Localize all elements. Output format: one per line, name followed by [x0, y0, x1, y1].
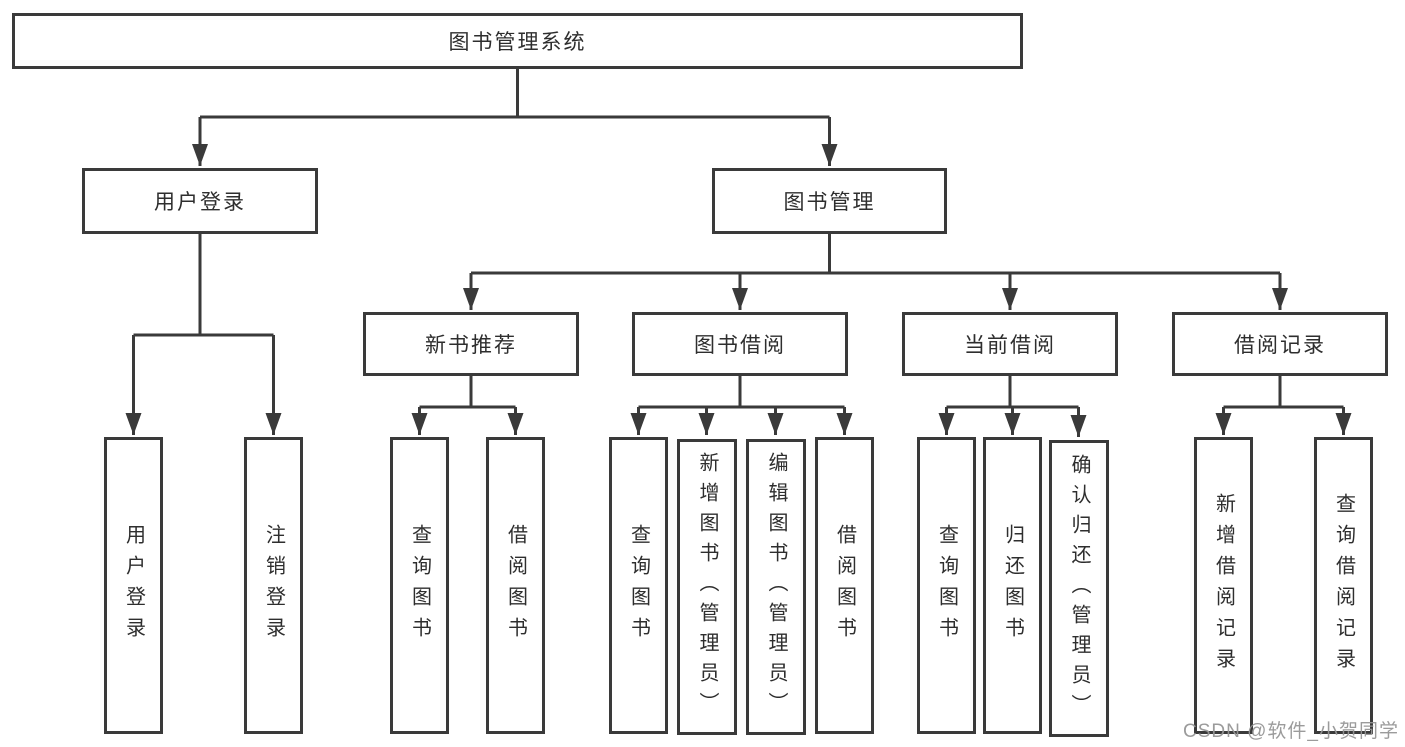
node-leaf-br-query-record-label: 查询借阅记录 — [1332, 492, 1355, 679]
node-leaf-bb-add-books-label: 新增图书（管理员） — [696, 452, 718, 722]
node-leaf-nb-borrow-books-label: 借阅图书 — [504, 523, 527, 648]
node-leaf-bb-query-books: 查询图书 — [609, 437, 668, 734]
node-leaf-nb-query-books: 查询图书 — [390, 437, 449, 734]
node-leaf-logout: 注销登录 — [244, 437, 303, 734]
node-leaf-cb-query-books-label: 查询图书 — [935, 523, 958, 648]
node-user-login: 用户登录 — [82, 168, 318, 234]
node-leaf-nb-borrow-books: 借阅图书 — [486, 437, 545, 734]
node-book-borrow-label: 图书借阅 — [694, 334, 786, 357]
node-leaf-br-query-record: 查询借阅记录 — [1314, 437, 1373, 734]
node-leaf-bb-borrow-books: 借阅图书 — [815, 437, 874, 734]
node-current-borrow-label: 当前借阅 — [964, 334, 1056, 357]
node-book-borrow: 图书借阅 — [632, 312, 848, 376]
connector-book-management-trunk — [471, 234, 1280, 275]
node-book-management-label: 图书管理 — [783, 191, 876, 214]
node-new-book-recommend-label: 新书推荐 — [425, 334, 517, 357]
node-leaf-br-add-record: 新增借阅记录 — [1194, 437, 1253, 734]
node-leaf-user-login-label: 用户登录 — [122, 523, 145, 648]
node-current-borrow: 当前借阅 — [902, 312, 1118, 376]
node-new-book-recommend: 新书推荐 — [363, 312, 579, 376]
node-leaf-bb-edit-books-label: 编辑图书（管理员） — [765, 452, 787, 722]
node-leaf-br-add-record-label: 新增借阅记录 — [1212, 492, 1235, 679]
connector-user-login-trunk — [133, 234, 274, 337]
node-leaf-cb-query-books: 查询图书 — [917, 437, 976, 734]
node-leaf-cb-confirm-return: 确认归还（管理员） — [1049, 440, 1109, 737]
node-root-system: 图书管理系统 — [12, 13, 1023, 69]
node-leaf-cb-confirm-return-label: 确认归还（管理员） — [1068, 453, 1090, 724]
csdn-watermark: CSDN @软件_小贺同学 — [1183, 721, 1399, 742]
node-leaf-nb-query-books-label: 查询图书 — [408, 523, 431, 648]
node-leaf-cb-return-books-label: 归还图书 — [1001, 523, 1024, 648]
node-leaf-bb-add-books: 新增图书（管理员） — [677, 439, 737, 735]
node-leaf-bb-query-books-label: 查询图书 — [627, 523, 650, 648]
node-root-label: 图书管理系统 — [448, 31, 587, 54]
node-leaf-bb-borrow-books-label: 借阅图书 — [833, 523, 856, 648]
connector-root-trunk — [200, 69, 830, 119]
node-leaf-cb-return-books: 归还图书 — [983, 437, 1042, 734]
connector-new-book-trunk — [419, 376, 516, 409]
node-borrow-records: 借阅记录 — [1172, 312, 1388, 376]
node-leaf-bb-edit-books: 编辑图书（管理员） — [746, 439, 806, 735]
connector-borrow-records-trunk — [1223, 376, 1344, 409]
node-leaf-logout-label: 注销登录 — [262, 523, 285, 648]
node-leaf-user-login: 用户登录 — [104, 437, 163, 734]
node-user-login-label: 用户登录 — [154, 191, 246, 214]
connector-current-borrow-trunk — [946, 376, 1079, 409]
connector-book-borrow-trunk — [638, 376, 845, 409]
node-borrow-records-label: 借阅记录 — [1234, 334, 1326, 357]
node-book-management: 图书管理 — [712, 168, 947, 234]
